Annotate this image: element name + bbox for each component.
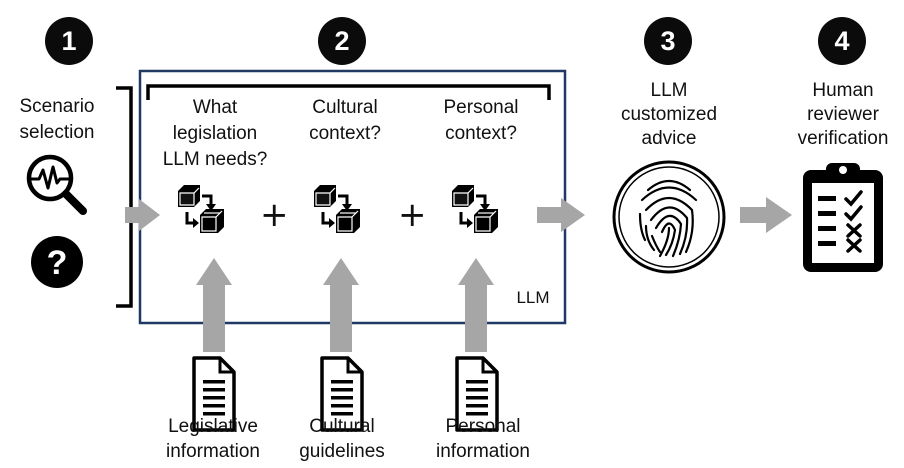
plus-sign-1: + [260, 195, 289, 235]
arrow-to-verification [740, 197, 792, 233]
step-4-badge: 4 [818, 17, 866, 65]
step-3-badge: 3 [644, 17, 692, 65]
fingerprint-icon [612, 160, 726, 274]
cube-icon-personal [450, 183, 500, 235]
clipboard-checklist-icon [803, 163, 883, 272]
question-icon: ? [31, 236, 83, 288]
step-2-badge: 2 [318, 17, 366, 65]
arrow-up-personal [458, 258, 494, 352]
questions-bracket [146, 84, 551, 100]
arrow-up-cultural [323, 258, 359, 352]
cube-icon-cultural [312, 183, 362, 235]
scenario-bracket [116, 86, 133, 308]
arrow-into-llm [125, 199, 160, 231]
step-1-badge: 1 [45, 17, 93, 65]
magnifier-pulse-icon [26, 154, 87, 215]
plus-sign-2: + [398, 195, 427, 235]
svg-text:?: ? [47, 244, 68, 282]
arrow-up-legislation [196, 258, 232, 352]
cube-icon-legislation [176, 183, 226, 235]
arrow-to-advice [537, 198, 585, 232]
llm-box [138, 69, 567, 325]
llm-box-label: LLM [516, 288, 550, 307]
